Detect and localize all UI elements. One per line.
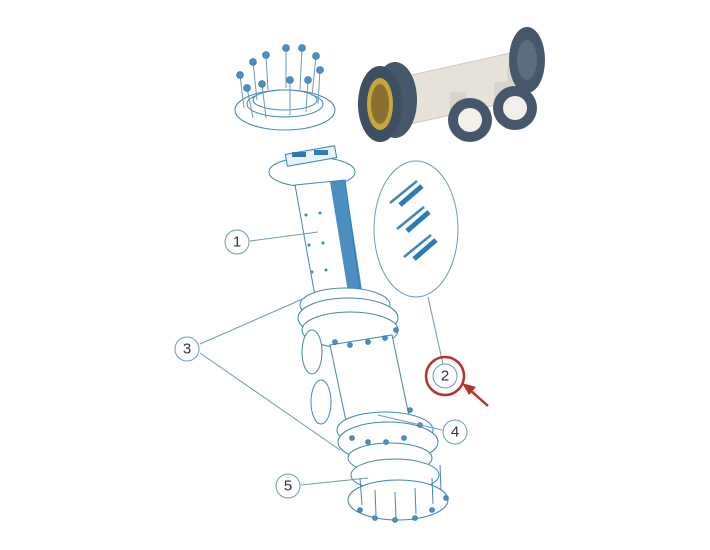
svg-text:5: 5 [284, 478, 292, 495]
leader-lines [199, 231, 444, 486]
red-arrow-icon [462, 383, 489, 407]
callout-1: 1 [224, 229, 250, 255]
bottom-flange-part-5 [347, 458, 449, 523]
product-photo [358, 27, 545, 142]
callout-3: 3 [174, 336, 200, 362]
callout-4: 4 [442, 419, 468, 445]
top-bolt-flange [234, 44, 336, 131]
svg-text:1: 1 [233, 234, 241, 251]
clamp-detail-part-2 [373, 160, 459, 298]
callout-2: 2 [424, 355, 466, 397]
svg-text:2: 2 [441, 368, 449, 385]
lamp-module-part-1 [268, 145, 362, 297]
highlight-ring [424, 355, 466, 397]
svg-text:3: 3 [183, 341, 191, 358]
callout-5: 5 [275, 473, 301, 499]
reactor-chamber-part-4 [297, 287, 439, 474]
svg-text:4: 4 [451, 424, 459, 441]
